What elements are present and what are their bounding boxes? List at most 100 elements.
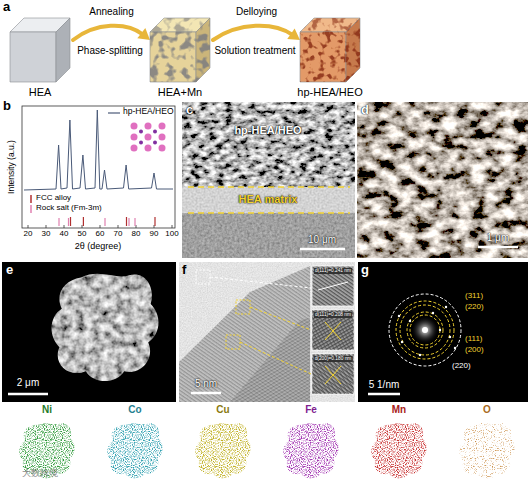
axis-title: Intensity (a.u.) xyxy=(7,140,17,194)
xrd-plot xyxy=(82,225,83,228)
saed-pattern xyxy=(407,312,443,348)
tick-label: 80 xyxy=(132,229,141,238)
saed-pattern xyxy=(396,301,454,359)
ring-index: (200) xyxy=(464,345,485,354)
cube-texture xyxy=(300,32,346,82)
saed-pattern xyxy=(432,312,434,314)
arrow-shaft xyxy=(73,26,143,40)
xrd-plot xyxy=(154,225,155,228)
sem-cross-section xyxy=(182,102,355,258)
xrd-plot xyxy=(83,217,84,226)
sem-cross-section xyxy=(300,248,345,251)
cube-label: hp-HEA/HEO xyxy=(297,86,362,98)
tick-label: 70 xyxy=(114,229,123,238)
tem-image xyxy=(312,310,354,350)
axis-title: 2θ (degree) xyxy=(75,241,122,251)
xrd-plot xyxy=(134,218,135,226)
layer-label: HEA matrix xyxy=(239,193,298,206)
xrd-plot xyxy=(118,225,119,228)
tem-image xyxy=(312,266,354,306)
saed-pattern xyxy=(389,294,461,366)
sem-particle xyxy=(2,262,176,402)
tem-image xyxy=(196,270,210,284)
xrd-plot xyxy=(46,225,47,228)
sem-porous xyxy=(357,102,528,258)
saed-pattern xyxy=(368,393,400,396)
legend-text: hp-HEA/HEO xyxy=(123,107,174,117)
arrow-head xyxy=(287,28,300,40)
tem-image xyxy=(318,282,348,290)
crystal-inset xyxy=(145,145,152,152)
watermark: 大数跨境 xyxy=(22,468,58,478)
cube-face xyxy=(150,32,196,82)
process-note: Solution treatment xyxy=(214,45,295,57)
scale-label: 10 μm xyxy=(308,234,336,246)
cube-texture xyxy=(150,32,196,82)
saed-pattern xyxy=(358,262,528,402)
element-label: Co xyxy=(128,404,141,416)
element-label: Mn xyxy=(392,404,406,416)
arrow-shaft xyxy=(213,26,293,40)
saed-pattern xyxy=(439,329,441,331)
sem-cross-section xyxy=(188,186,350,188)
sem-cross-section xyxy=(182,187,355,213)
panel-letter: a xyxy=(3,0,10,15)
panel-letter: d xyxy=(361,103,369,118)
crystal-inset xyxy=(159,123,166,130)
xrd-plot xyxy=(28,225,29,228)
crystal-inset xyxy=(159,145,166,152)
tick-label: 50 xyxy=(78,229,87,238)
xrd-plot xyxy=(100,225,101,228)
tem-image xyxy=(236,300,250,314)
ring-index: (220) xyxy=(464,302,485,311)
tem-image xyxy=(312,354,354,394)
cube-block: hp-HEA/HEO xyxy=(300,18,360,82)
xrd-plot xyxy=(71,217,156,226)
crystal-inset xyxy=(145,134,152,141)
process-step: Annealing xyxy=(89,6,133,18)
saed-pattern xyxy=(419,354,421,356)
saed-pattern xyxy=(409,320,411,322)
saed-pattern xyxy=(411,316,439,344)
eds-maps xyxy=(19,423,514,478)
sem-cross-section xyxy=(182,102,355,258)
cube-label: HEA+Mn xyxy=(158,86,202,98)
cube-block: HEA xyxy=(10,18,70,82)
tem-image xyxy=(226,335,240,349)
xrd-plot xyxy=(108,112,120,113)
crystal-inset xyxy=(159,134,166,141)
xrd-plot xyxy=(30,205,32,213)
crystal-inset xyxy=(131,123,166,152)
tick-label: 60 xyxy=(96,229,105,238)
crystal-inset xyxy=(131,123,138,130)
sem-particle xyxy=(8,393,48,396)
cube-label: HEA xyxy=(29,86,52,98)
sem-porous xyxy=(478,246,518,249)
cube-face xyxy=(10,32,56,82)
lattice-spacing: d(111)=0.208 nm xyxy=(314,312,352,318)
tem-image xyxy=(312,354,354,394)
scale-label: 2 μm xyxy=(17,377,39,389)
saed-pattern xyxy=(400,305,450,355)
ring-index: (311) xyxy=(464,291,484,300)
saed-pattern xyxy=(445,306,447,308)
tick-label: 30 xyxy=(42,229,51,238)
xrd-plot xyxy=(24,110,173,190)
xrd-plot xyxy=(22,106,175,228)
cube-block: HEA+Mn xyxy=(150,18,210,82)
xrd-plot xyxy=(104,218,105,226)
saed-pattern xyxy=(396,301,454,359)
cube-drawing xyxy=(10,18,70,82)
element-label: O xyxy=(483,404,491,416)
eds-maps xyxy=(107,423,162,478)
panel-letter: e xyxy=(6,263,13,278)
saed-pattern xyxy=(422,327,428,333)
arrow-head xyxy=(137,28,150,40)
saed-pattern xyxy=(401,341,403,343)
process-step: Delloying xyxy=(236,6,277,18)
xrd-plot xyxy=(136,225,137,228)
cube-texture xyxy=(346,18,360,82)
scale-label: 1 μm xyxy=(487,232,509,244)
process-arrow xyxy=(73,26,150,40)
